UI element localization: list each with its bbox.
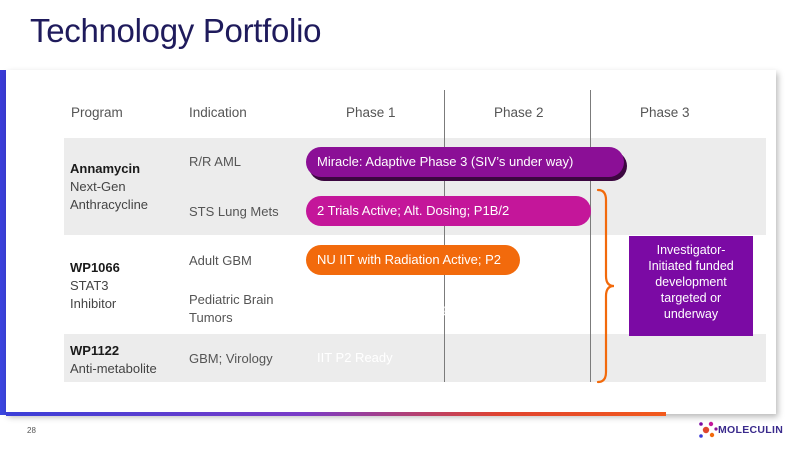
phase-divider-2-3 — [590, 90, 591, 382]
progress-bar-label: IIT P2 Ready — [317, 350, 393, 365]
program-annamycin: Annamycin Next-Gen Anthracycline — [70, 160, 148, 214]
header-phase-2: Phase 2 — [494, 105, 544, 120]
callout-line-3: development — [655, 275, 727, 289]
slide-title: Technology Portfolio — [30, 12, 322, 49]
header-indication: Indication — [189, 105, 247, 120]
program-desc-line-2: Anthracycline — [70, 197, 149, 212]
indication-pediatric-brain-tumors: Pediatric Brain Tumors — [189, 291, 274, 327]
indication-rr-aml: R/R AML — [189, 154, 242, 169]
progress-bar-label: NU IIT with Radiation Active; P2 — [317, 252, 502, 267]
callout-line-2: Initiated funded — [648, 259, 734, 273]
logo-text: MOLECULIN — [718, 424, 784, 436]
phase-divider-1-2 — [444, 90, 445, 382]
program-name: WP1122 — [70, 343, 120, 358]
progress-bar-annamycin-rr-aml: Miracle: Adaptive Phase 3 (SIV’s under w… — [306, 147, 624, 177]
indication-sts-lung-mets: STS Lung Mets — [189, 204, 279, 219]
progress-bar-wp1066-adult-gbm: NU IIT with Radiation Active; P2 — [306, 245, 520, 275]
bracket-brace — [596, 188, 615, 384]
program-name: WP1066 — [70, 260, 120, 275]
indication-line-2: Tumors — [189, 310, 233, 325]
progress-bar-label: 2 Trials Active; Alt. Dosing; P1B/2 — [317, 203, 510, 218]
program-wp1122: WP1122 Anti-metabolite — [70, 342, 157, 378]
callout-line-4: targeted or — [660, 291, 722, 305]
row-band-wp1122 — [64, 334, 766, 382]
bottom-gradient-line — [6, 412, 666, 416]
callout-line-5: underway — [663, 307, 719, 321]
indication-line-1: Pediatric Brain — [189, 292, 274, 307]
header-program: Program — [71, 105, 123, 120]
program-wp1066: WP1066 STAT3 Inhibitor — [70, 259, 120, 313]
progress-bar-wp1066-pediatric: Emory IIT P2 Planning — [306, 294, 458, 324]
investigator-callout: Investigator- Initiated funded developme… — [629, 236, 753, 336]
program-desc-line-1: STAT3 — [70, 278, 109, 293]
left-accent-bar — [0, 70, 6, 415]
indication-adult-gbm: Adult GBM — [189, 253, 252, 268]
callout-line-1: Investigator- — [656, 243, 726, 257]
page-number: 28 — [27, 426, 36, 435]
progress-bar-annamycin-sts: 2 Trials Active; Alt. Dosing; P1B/2 — [306, 196, 591, 226]
progress-bar-label: Miracle: Adaptive Phase 3 (SIV’s under w… — [317, 154, 574, 169]
indication-gbm-virology: GBM; Virology — [189, 351, 273, 366]
header-phase-3: Phase 3 — [640, 105, 690, 120]
header-phase-1: Phase 1 — [346, 105, 396, 120]
program-desc-line-1: Next-Gen — [70, 179, 126, 194]
program-desc-line-1: Anti-metabolite — [70, 361, 157, 376]
program-name: Annamycin — [70, 161, 141, 176]
progress-bar-label: Emory IIT P2 Planning — [317, 301, 447, 316]
program-desc-line-2: Inhibitor — [70, 296, 117, 311]
molecule-icon — [699, 421, 718, 438]
progress-bar-wp1122-gbm: IIT P2 Ready — [306, 343, 446, 373]
